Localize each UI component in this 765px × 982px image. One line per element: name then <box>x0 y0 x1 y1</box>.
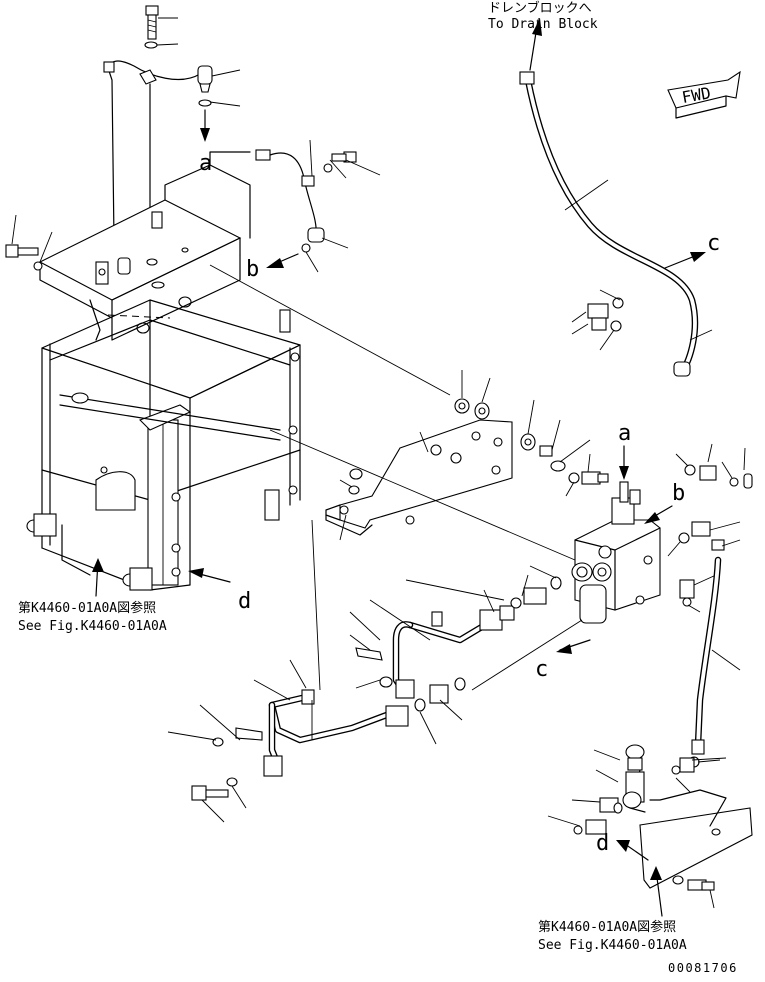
drain-block-jp-label: ドレンブロックへ <box>488 0 592 16</box>
connection-c-top: c <box>707 231 720 256</box>
left-bolt <box>5 214 53 271</box>
connection-b-right: b <box>672 481 685 506</box>
connection-b-left: b <box>246 257 259 282</box>
connection-d-left: d <box>238 589 251 614</box>
pipe-assembly <box>167 565 591 823</box>
drain-block-en-label: To Drain Block <box>488 17 598 32</box>
valve-fittings-right <box>667 443 753 768</box>
top-sensor-assembly <box>103 5 241 241</box>
battery-frame-bracket <box>26 151 301 591</box>
elbow-fitting-upper <box>571 289 624 351</box>
ref-right-en: See Fig.K4460-01A0A <box>538 938 687 953</box>
control-valve <box>269 429 673 624</box>
connection-a-top: a <box>199 151 212 176</box>
labels: ドレンブロックへ To Drain Block a b c a b c d d … <box>18 0 738 975</box>
fwd-indicator: FWD <box>667 70 741 119</box>
valve-mount-plate <box>311 419 513 691</box>
ref-left-jp: 第K4460-01A0A図参照 <box>18 600 156 616</box>
connection-d-right: d <box>596 831 609 856</box>
connection-a-right: a <box>618 421 631 446</box>
drawing-number: 00081706 <box>668 961 738 975</box>
left-ref-arrows <box>92 558 231 597</box>
ref-right-jp: 第K4460-01A0A図参照 <box>538 919 676 935</box>
wire-harness-right <box>151 139 451 396</box>
spacers-washers <box>454 370 609 497</box>
lower-sensor-bracket <box>547 744 753 917</box>
fwd-label: FWD <box>680 83 712 107</box>
connection-c-mid: c <box>535 657 548 682</box>
drain-hose <box>519 18 713 377</box>
ref-left-en: See Fig.K4460-01A0A <box>18 619 167 634</box>
